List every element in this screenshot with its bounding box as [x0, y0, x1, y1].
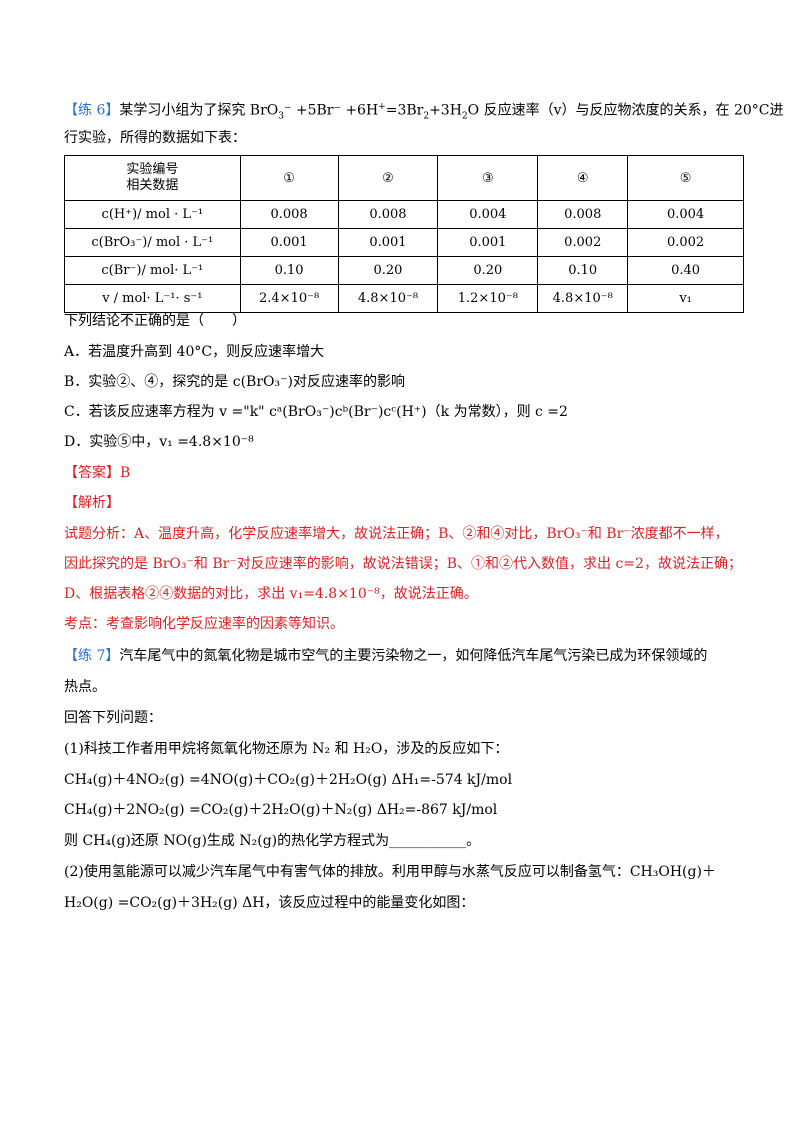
column-header: ②	[337, 155, 439, 201]
analysis-tag: 【解析】	[64, 495, 120, 511]
q6-stem-line2: 行实验，所得的数据如下表：	[64, 130, 246, 146]
table-cell: 0.001	[437, 228, 539, 257]
table-cell: 0.008	[337, 200, 439, 229]
q7-instruction: 回答下列问题：	[64, 710, 162, 726]
q7-part1: (1)科技工作者用甲烷将氮氧化物还原为 N₂ 和 H₂O，涉及的反应如下：	[64, 741, 509, 757]
q6-stem-line1: 【练 6】某学习小组为了探究 BrO3⁻ +5Br⁻ +6H+=3Br2+3H2…	[64, 102, 784, 122]
table-cell: 0.001	[239, 228, 339, 257]
row-label: c(Br⁻)/ mol· L⁻¹	[64, 256, 241, 285]
option-c: C．若该反应速率方程为 v ="k" cᵃ(BrO₃⁻)cᵇ(Br⁻)cᶜ(H⁺…	[64, 404, 568, 420]
table-cell: 0.008	[239, 200, 339, 229]
q7-stem-line1: 【练 7】汽车尾气中的氮氧化物是城市空气的主要污染物之一，如何降低汽车尾气污染已…	[64, 648, 708, 664]
column-header: ⑤	[627, 155, 744, 201]
q7-part2-line2: H₂O(g) =CO₂(g)＋3H₂(g) ΔH，该反应过程中的能量变化如图：	[64, 895, 475, 911]
table-row: v / mol· L⁻¹· s⁻¹ 2.4×10⁻⁸ 4.8×10⁻⁸ 1.2×…	[64, 284, 744, 313]
answer: 【答案】B	[64, 465, 131, 481]
table-cell: 0.008	[537, 200, 629, 229]
table-row: c(H⁺)/ mol · L⁻¹ 0.008 0.008 0.004 0.008…	[64, 200, 744, 229]
table-cell: 4.8×10⁻⁸	[537, 284, 629, 313]
row-label: v / mol· L⁻¹· s⁻¹	[64, 284, 241, 313]
table-cell: 0.002	[537, 228, 629, 257]
table-cell: 0.004	[627, 200, 744, 229]
table-row: c(BrO₃⁻)/ mol · L⁻¹ 0.001 0.001 0.001 0.…	[64, 228, 744, 257]
experiment-table: 实验编号 相关数据 ① ② ③ ④ ⑤ c(H⁺)/ mol · L⁻¹ 0.0…	[64, 155, 744, 313]
table-cell: v₁	[627, 284, 744, 313]
analysis-point: 考点：考查影响化学反应速率的因素等知识。	[64, 616, 344, 632]
row-label: c(BrO₃⁻)/ mol · L⁻¹	[64, 228, 241, 257]
table-cell: 1.2×10⁻⁸	[437, 284, 539, 313]
q7-tag: 【练 7】	[64, 648, 120, 664]
table-cell: 0.20	[437, 256, 539, 285]
option-b: B．实验②、④，探究的是 c(BrO₃⁻)对反应速率的影响	[64, 374, 405, 390]
table-cell: 0.004	[437, 200, 539, 229]
table-cell: 0.10	[537, 256, 629, 285]
column-header: ④	[537, 155, 629, 201]
option-d: D．实验⑤中，v₁ =4.8×10⁻⁸	[64, 434, 254, 450]
table-cell: 4.8×10⁻⁸	[337, 284, 439, 313]
table-header-row: 实验编号 相关数据 ① ② ③ ④ ⑤	[64, 155, 744, 201]
q6-prompt: 下列结论不正确的是（ ）	[64, 313, 246, 329]
analysis-line: D、根据表格②④数据的对比，求出 v₁=4.8×10⁻⁸，故说法正确。	[64, 586, 478, 602]
table-cell: 0.10	[239, 256, 339, 285]
table-corner-header: 实验编号 相关数据	[64, 155, 241, 201]
analysis-line: 试题分析：A、温度升高，化学反应速率增大，故说法正确；B、②和④对比，BrO₃⁻…	[64, 526, 729, 542]
q7-part1-question: 则 CH₄(g)还原 NO(g)生成 N₂(g)的热化学方程式为________…	[64, 833, 481, 849]
equation-2: CH₄(g)＋2NO₂(g) =CO₂(g)＋2H₂O(g)＋N₂(g) ΔH₂…	[64, 802, 498, 818]
analysis-line: 因此探究的是 BrO₃⁻和 Br⁻对反应速率的影响，故说法错误；B、①和②代入数…	[64, 556, 742, 572]
table-cell: 0.002	[627, 228, 744, 257]
column-header: ①	[239, 155, 339, 201]
q6-tag: 【练 6】	[64, 102, 120, 119]
option-a: A．若温度升高到 40°C，则反应速率增大	[64, 344, 325, 360]
q7-stem-line2: 热点。	[64, 679, 106, 695]
row-label: c(H⁺)/ mol · L⁻¹	[64, 200, 241, 229]
table-cell: 0.20	[337, 256, 439, 285]
table-cell: 0.001	[337, 228, 439, 257]
table-row: c(Br⁻)/ mol· L⁻¹ 0.10 0.20 0.20 0.10 0.4…	[64, 256, 744, 285]
table-cell: 2.4×10⁻⁸	[239, 284, 339, 313]
column-header: ③	[437, 155, 539, 201]
q7-part2-line1: (2)使用氢能源可以减少汽车尾气中有害气体的排放。利用甲醇与水蒸气反应可以制备氢…	[64, 864, 716, 880]
equation-1: CH₄(g)＋4NO₂(g) =4NO(g)＋CO₂(g)＋2H₂O(g) ΔH…	[64, 772, 513, 788]
table-cell: 0.40	[627, 256, 744, 285]
